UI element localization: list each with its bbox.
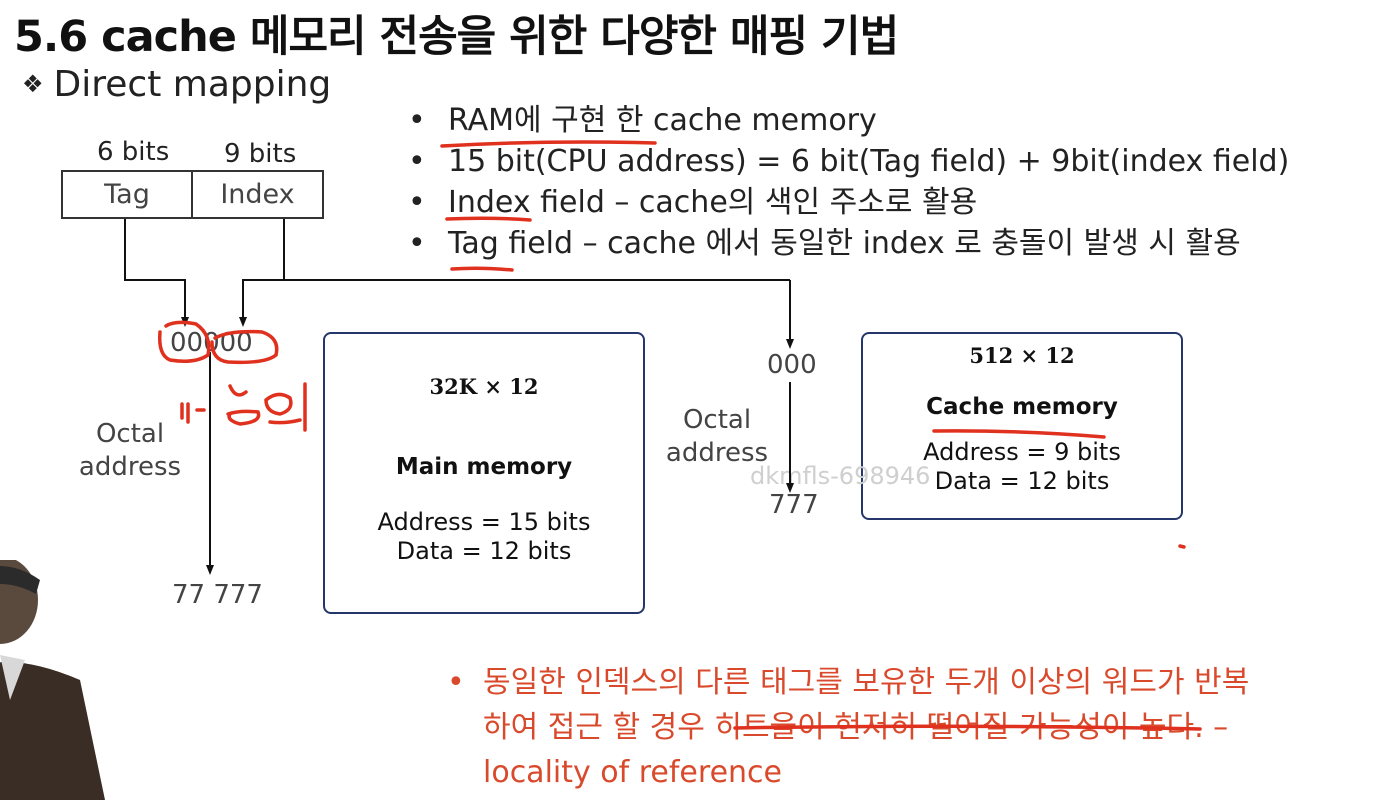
watermark: dkmfls-698946 [750, 462, 931, 490]
cache-start-address: 000 [767, 350, 817, 380]
tag-bits-label: 6 bits [97, 137, 170, 167]
section-subtitle: ❖ Direct mapping [22, 64, 331, 105]
main-memory-address: Address = 15 bits [377, 508, 591, 536]
cache-memory-data: Data = 12 bits [934, 467, 1110, 495]
index-to-main-arrow [239, 279, 790, 327]
bullet-dot-icon: • [408, 185, 426, 220]
cache-memory-size: 512 × 12 [969, 343, 1075, 368]
index-bits-label: 9 bits [224, 139, 297, 169]
bullet-list: •RAM에 구현 한 cache memory •15 bit(CPU addr… [408, 100, 1289, 264]
note-line-3: locality of reference [483, 755, 782, 790]
index-field-box: Index [191, 170, 324, 219]
bullet-dot-icon: • [408, 103, 426, 138]
bullet-dot-icon: • [447, 665, 465, 700]
presenter-image [0, 560, 105, 800]
cache-memory-address: Address = 9 bits [923, 438, 1121, 466]
cache-end-address: 777 [769, 490, 819, 520]
cache-memory-box: 512 × 12 Cache memory Address = 9 bits D… [861, 332, 1183, 520]
main-end-address: 77 777 [172, 580, 263, 610]
page-title: 5.6 cache 메모리 전송을 위한 다양한 매핑 기법 [14, 12, 899, 62]
main-octal-label: Octal address [78, 419, 182, 482]
diamond-bullet-icon: ❖ [22, 70, 44, 98]
red-annotations [157, 140, 1202, 731]
bullet-item: •15 bit(CPU address) = 6 bit(Tag field) … [408, 141, 1289, 182]
bullet-item: •Index field – cache의 색인 주소로 활용 [408, 182, 1289, 223]
subtitle-text: Direct mapping [53, 64, 332, 105]
bullet-dot-icon: • [408, 226, 426, 261]
bullet-dot-icon: • [408, 144, 426, 179]
main-memory-data: Data = 12 bits [396, 537, 572, 565]
cache-octal-label: Octal address [665, 405, 769, 468]
note-line-1: •동일한 인덱스의 다른 태그를 보유한 두개 이상의 워드가 반복 [447, 665, 1249, 700]
main-memory-name: Main memory [395, 454, 573, 480]
cache-memory-name: Cache memory [926, 394, 1118, 420]
main-memory-box: 32K × 12 Main memory Address = 15 bits D… [323, 332, 645, 614]
bullet-item: •RAM에 구현 한 cache memory [408, 100, 1289, 141]
tag-connector-arrow [124, 219, 189, 327]
bottom-note: •동일한 인덱스의 다른 태그를 보유한 두개 이상의 워드가 반복 하여 접근… [447, 660, 1347, 795]
main-memory-size: 32K × 12 [429, 374, 539, 399]
bullet-item: •Tag field – cache 에서 동일한 index 로 충돌이 발생… [408, 223, 1289, 264]
